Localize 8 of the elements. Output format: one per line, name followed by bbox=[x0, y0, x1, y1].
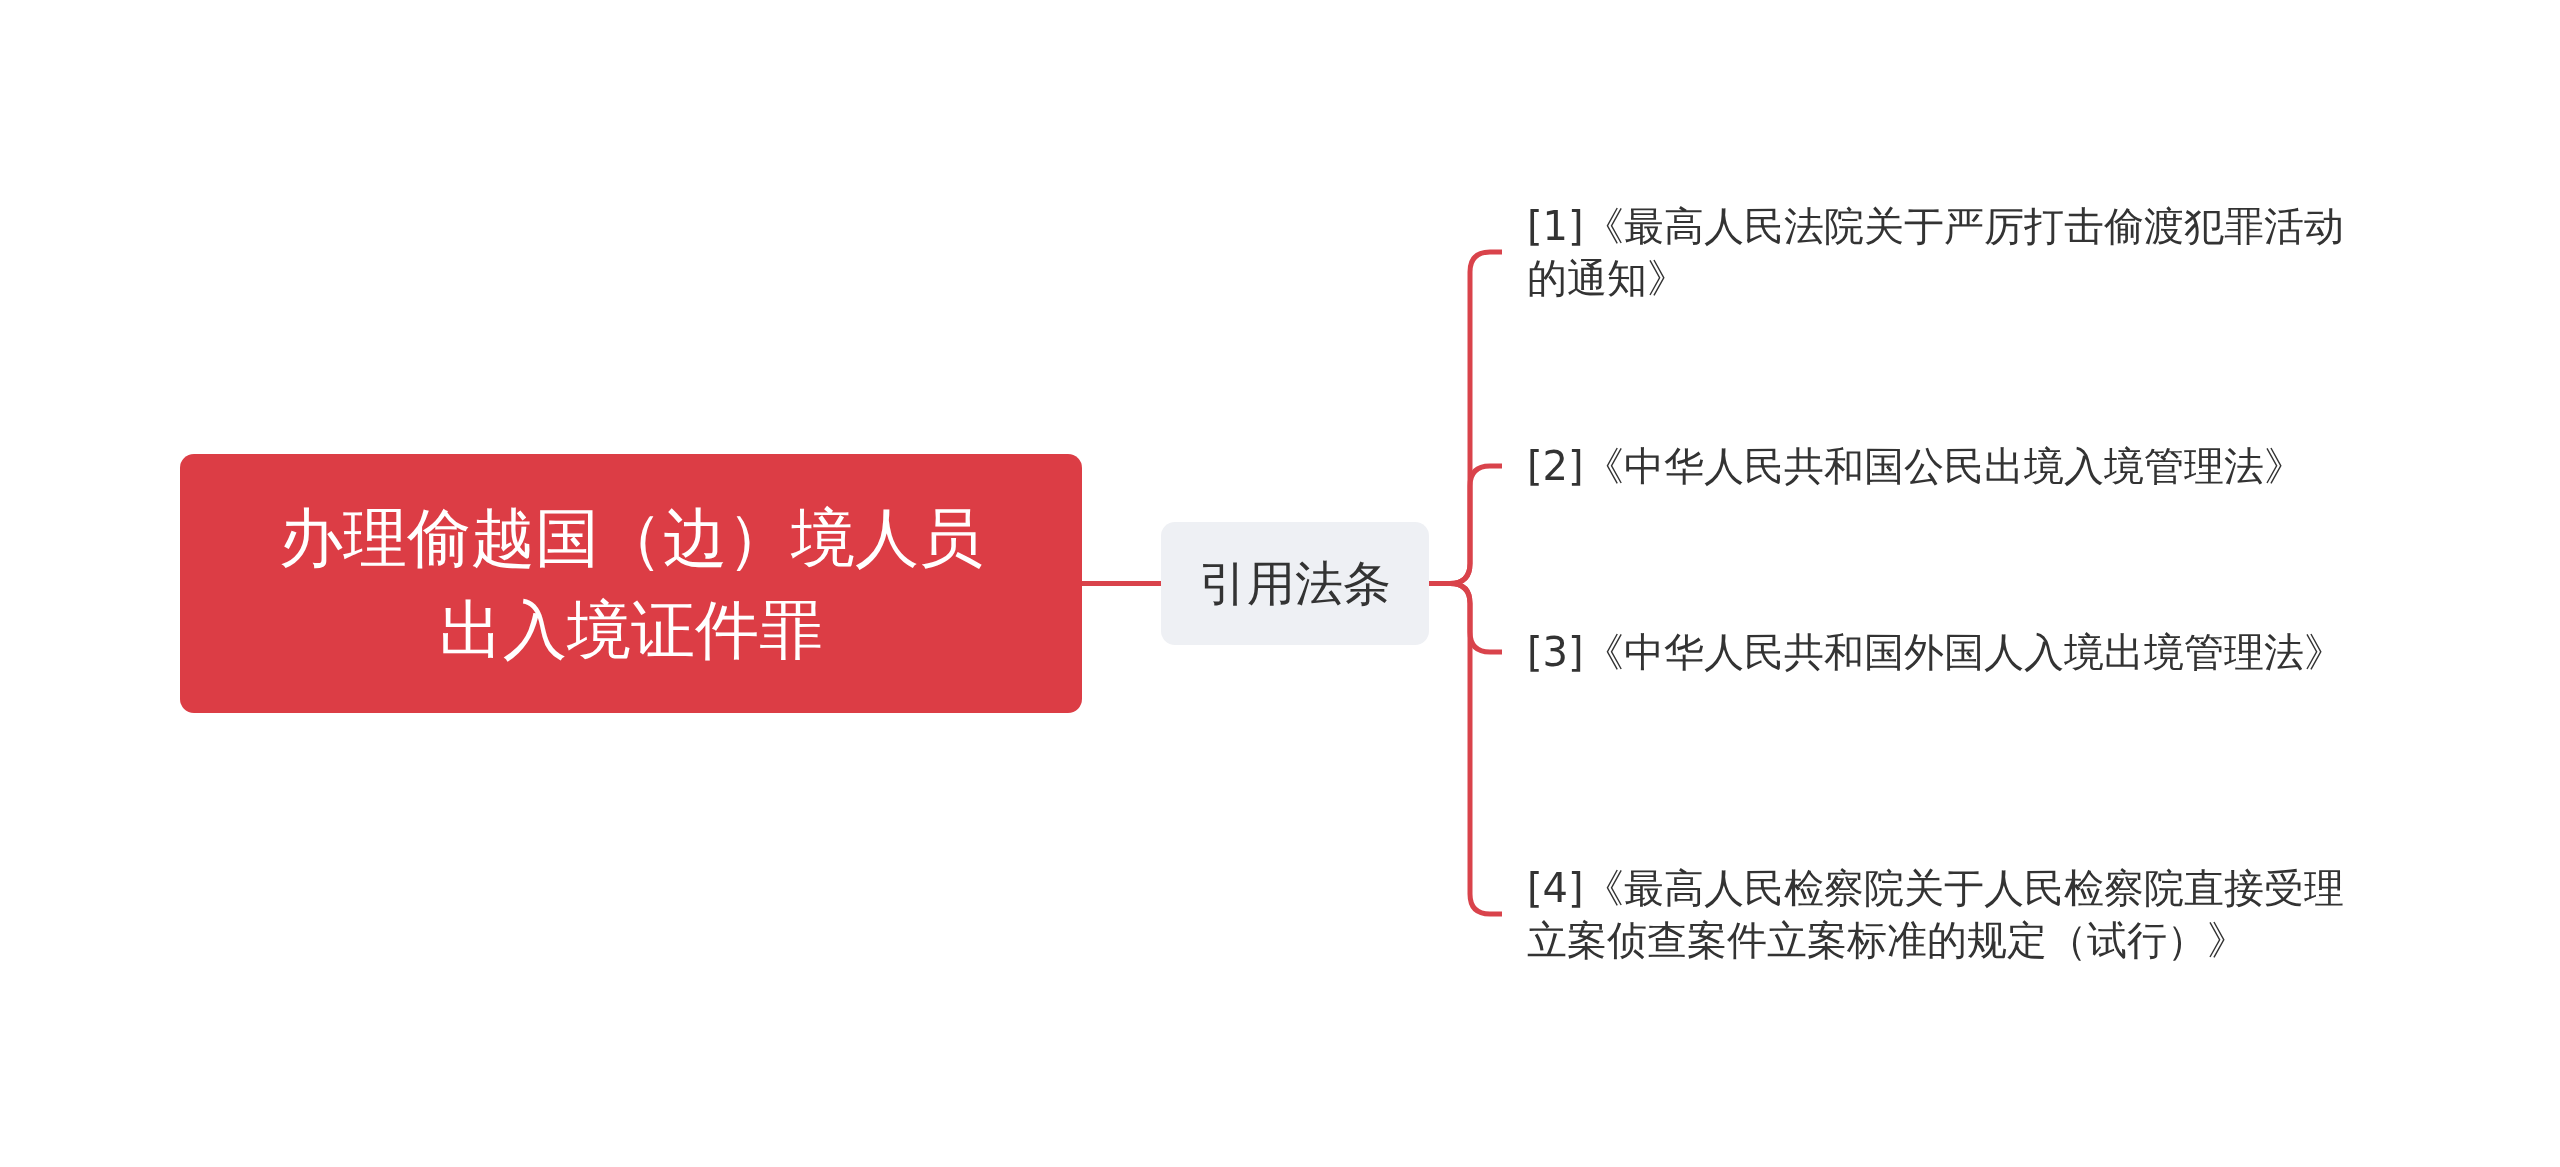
connector bbox=[1429, 581, 1502, 917]
leaf-text: [4]《最高人民检察院关于人民检察院直接受理立案侦查案件立案标准的规定（试行）》 bbox=[1502, 862, 2352, 966]
leaf-text: [3]《中华人民共和国外国人入境出境管理法》 bbox=[1502, 626, 2352, 678]
subtopic-box: 引用法条 bbox=[1161, 522, 1429, 645]
connector bbox=[1082, 581, 1161, 586]
topic-box: 办理偷越国（边）境人员出入境证件罪 bbox=[180, 454, 1082, 713]
leaf-text: [1]《最高人民法院关于严厉打击偷渡犯罪活动的通知》 bbox=[1502, 200, 2352, 304]
leaf-text: [2]《中华人民共和国公民出境入境管理法》 bbox=[1502, 440, 2352, 492]
